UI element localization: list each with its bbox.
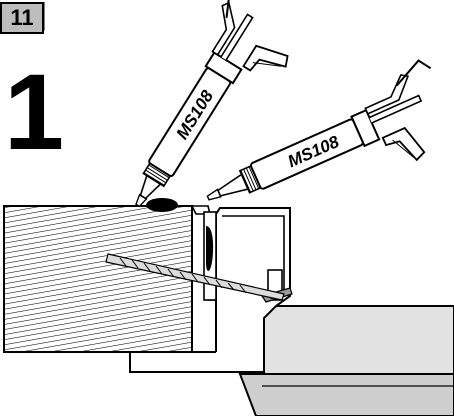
worktop-panel	[238, 305, 454, 416]
sealant-bead	[146, 198, 178, 212]
substep-number: 1	[4, 51, 65, 172]
clip-strip	[190, 205, 217, 301]
caulking-gun-1: MS108	[135, 0, 289, 208]
screw	[105, 253, 285, 301]
wood-board	[3, 205, 193, 353]
step-number-badge: 11	[0, 2, 44, 34]
